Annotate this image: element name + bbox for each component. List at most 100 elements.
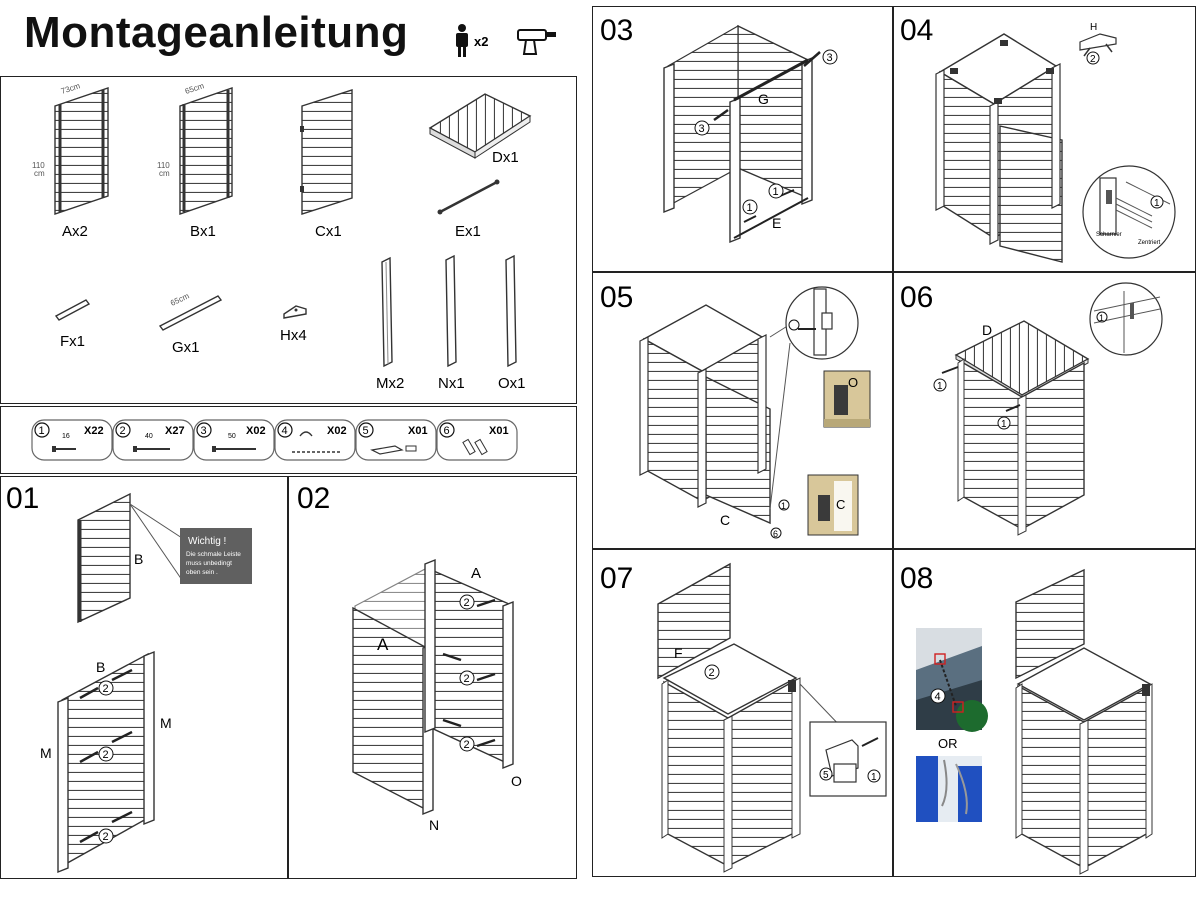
screw-40-icon (133, 446, 170, 452)
hardware-frame (0, 406, 577, 474)
step-05-photo-o: O (823, 370, 871, 428)
step-06-number: 06 (900, 281, 933, 314)
part-a-label: Ax2 (62, 223, 88, 240)
part-b-label: Bx1 (190, 223, 216, 240)
grid-divider-h2 (592, 548, 1196, 550)
step-04-screw-hinge: 1 (1154, 198, 1160, 209)
latch-icon (370, 445, 417, 455)
grid-divider-h1 (592, 271, 1196, 273)
step-05-screw-6: 6 (773, 529, 778, 539)
part-g-length: 65cm (169, 291, 191, 308)
step-03-label-g: G (758, 91, 769, 107)
screw-icon (79, 668, 133, 844)
step-08-chain-num: 4 (935, 691, 941, 703)
step-03-screw-1a: 1 (747, 202, 753, 214)
step-02-frame (287, 476, 577, 879)
parts-frame (0, 76, 577, 404)
step-07-latch-detail: 5 1 (809, 721, 887, 797)
step-05-detail-circle (785, 286, 859, 360)
part-g-strip: 65cm (158, 291, 223, 331)
step-08-number: 08 (900, 562, 933, 595)
post-m (381, 256, 393, 368)
part-a-height-1: 110 (32, 161, 45, 170)
person-icon (456, 24, 468, 57)
part-f-label: Fx1 (60, 333, 85, 350)
hw-2-dim: 40 (145, 433, 153, 440)
part-b-height-1: 110 (157, 161, 170, 170)
hinge-note-1: Scharnier (1096, 232, 1122, 238)
post-m-label: Mx2 (376, 375, 404, 392)
hw-1-qty: X22 (84, 425, 104, 437)
part-c-door (300, 89, 353, 215)
step-02-label-n: N (429, 817, 439, 833)
step-01-assembly: 2 2 2 (57, 650, 155, 874)
step-02-screw-2: 2 (464, 673, 470, 685)
step-01-label-b-top: B (134, 551, 143, 567)
step-01-screw-3: 2 (103, 831, 109, 843)
callout-title: Wichtig ! (188, 536, 226, 547)
part-d-lid (428, 93, 532, 159)
step-01-screw-2: 2 (103, 749, 109, 761)
step-02-box: 2 2 2 (352, 558, 514, 816)
part-h-label: Hx4 (280, 327, 307, 344)
step-02-label-o: O (511, 773, 522, 789)
step-01-callout: Wichtig ! Die schmale Leiste muss unbedi… (180, 528, 252, 584)
step-05-photo-o-label: O (848, 375, 858, 390)
step-03-diagram: 03 3 3 1 1 G E (600, 14, 838, 244)
part-g-label: Gx1 (172, 339, 200, 356)
step-07-screw-5: 5 (823, 770, 829, 781)
step-08-photo-chain: 4 (916, 628, 988, 732)
step-05-diagram: 05 O C 1 6 C (600, 281, 871, 539)
part-h-bracket (283, 305, 307, 319)
step-07-screw-1: 1 (871, 772, 877, 783)
part-a-panel: 73cm 110 cm (32, 81, 109, 215)
step-01-number: 01 (6, 482, 39, 515)
screw-50-icon (212, 446, 256, 452)
hardware-item-6: 6 X01 (436, 419, 518, 461)
step-08-photo-hook (916, 756, 982, 822)
step-06-box (941, 320, 1090, 536)
step-07-label-f: F (674, 645, 683, 661)
step-06-detail-screw: 1 (1099, 313, 1104, 323)
hw-2-qty: X27 (165, 425, 185, 437)
hardware-item-1: 1 X22 16 (31, 419, 113, 461)
hw-2-num: 2 (120, 425, 126, 437)
person-count: x2 (474, 34, 488, 49)
callout-line-2: muss unbedingt (186, 560, 232, 567)
callout-line-1: Die schmale Leiste (186, 551, 241, 558)
step-02-screw-1: 2 (464, 597, 470, 609)
hw-5-qty: X01 (408, 425, 428, 437)
hw-3-dim: 50 (228, 433, 236, 440)
chain-hook-icon (292, 431, 340, 453)
hw-6-qty: X01 (489, 425, 509, 437)
step-04-screw-h: 2 (1090, 54, 1096, 65)
step-02-diagram: 02 2 2 2 A A O N (297, 482, 522, 833)
part-a-height-2: cm (34, 169, 45, 178)
step-03-screw-1b: 1 (773, 186, 779, 198)
post-o-label: Ox1 (498, 375, 526, 392)
part-c-label: Cx1 (315, 223, 342, 240)
step-01-screw-1: 2 (103, 683, 109, 695)
step-01-diagram: 01 Wichtig ! Die schmale Leiste muss unb… (6, 482, 252, 874)
step-04-number: 04 (900, 14, 933, 47)
step-06-diagram: 06 1 1 1 D (900, 281, 1163, 536)
part-b-height-2: cm (159, 169, 170, 178)
part-b-width: 65cm (184, 81, 206, 96)
step-08-diagram: 08 4 OR (900, 562, 1153, 875)
post-o (505, 254, 517, 368)
post-n-label: Nx1 (438, 375, 465, 392)
part-a-width: 73cm (60, 81, 82, 96)
screw-icon (442, 598, 496, 748)
hw-3-qty: X02 (246, 425, 266, 437)
step-07-number: 07 (600, 562, 633, 595)
step-05-photo-c: C (807, 474, 859, 536)
step-05-label-c: C (720, 512, 730, 528)
page-title: Montageanleitung (24, 8, 409, 57)
step-06-detail-circle: 1 (1089, 282, 1163, 356)
step-02-number: 02 (297, 482, 330, 515)
step-04-diagram: 04 H 2 1 Scharnier Zentriert (900, 14, 1176, 263)
step-05-screw-1: 1 (781, 501, 786, 511)
step-04-label-h: H (1090, 22, 1097, 33)
part-b-panel: 65cm 110 cm (157, 81, 233, 215)
step-02-label-a-top: A (471, 565, 481, 582)
